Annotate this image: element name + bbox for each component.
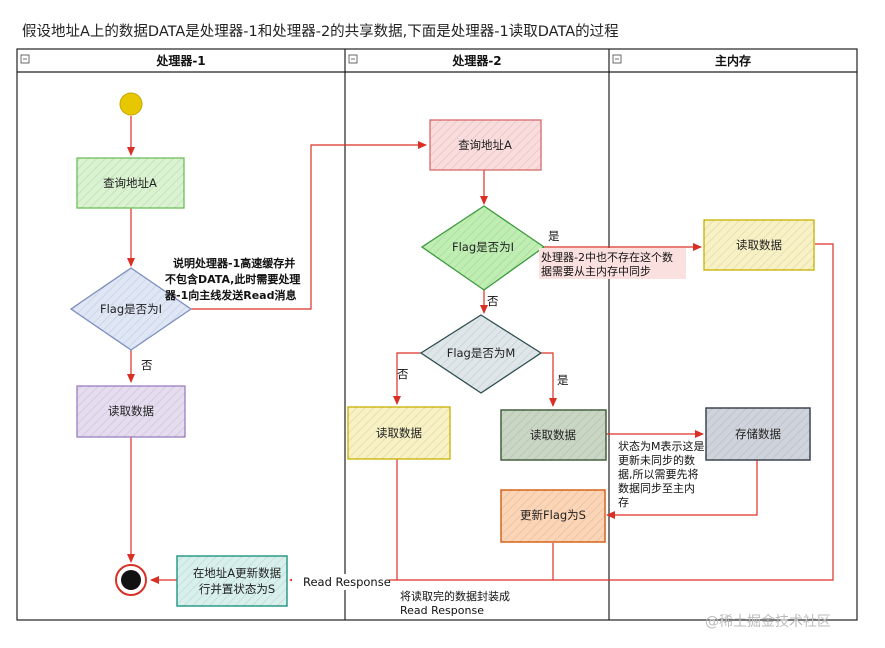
label-no-p2-flag-m: 否	[397, 367, 409, 381]
p1-read-node: 读取数据	[76, 385, 186, 438]
label-no-p2-flag-i: 否	[487, 294, 499, 308]
p2-update-flag-node: 更新Flag为S	[500, 489, 606, 543]
p2-flag-i-decision: Flag是否为I	[420, 205, 546, 291]
p2-query-node: 查询地址A	[429, 119, 542, 171]
note-p1-miss-line-3: 器-1向主线发送Read消息	[164, 288, 296, 302]
read-response-label-bg	[292, 574, 389, 590]
lane-collapse-icon-1[interactable]	[20, 54, 30, 64]
p1-query-label: 查询地址A	[103, 176, 157, 190]
note-state-m-line-5: 存	[618, 495, 629, 509]
label-yes-p2-flag-i: 是	[548, 229, 560, 243]
note-p2-miss: 处理器-2中也不存在这个数 据需要从主内存中同步	[539, 248, 686, 279]
note-p1-miss-line-2: 不包含DATA,此时需要处理	[165, 272, 300, 286]
mem-store-label: 存储数据	[735, 427, 781, 441]
p2-update-flag-label: 更新Flag为S	[520, 508, 586, 522]
p1-read-label: 读取数据	[108, 404, 154, 418]
label-yes-p2-flag-m: 是	[557, 373, 569, 387]
lane-title-p1: 处理器-1	[155, 53, 205, 68]
p1-query-node: 查询地址A	[76, 157, 185, 209]
mem-read-node: 读取数据	[703, 219, 815, 271]
p2-read-right-node: 读取数据	[500, 409, 607, 461]
swimlane-frame	[16, 48, 858, 621]
lane-title-mem: 主内存	[715, 53, 751, 68]
note-pack-line-1: 将读取完的数据封装成	[400, 589, 510, 603]
note-state-m: 状态为M表示这是 更新未同步的数 据,所以需要先将 数据同步至主内 存	[618, 439, 705, 509]
lane-collapse-icon-2[interactable]	[348, 54, 358, 64]
edges	[127, 116, 834, 584]
page-title: 假设地址A上的数据DATA是处理器-1和处理器-2的共享数据,下面是处理器-1读…	[22, 24, 619, 40]
p2-read-left-label: 读取数据	[376, 426, 422, 440]
label-no-p1: 否	[141, 358, 153, 372]
p1-flag-decision: Flag是否为I	[69, 267, 193, 351]
p1-update-node: 在地址A更新数据 行并置状态为S	[176, 555, 288, 607]
lane-title-p2: 处理器-2	[451, 53, 501, 68]
watermark: @稀土掘金技术社区	[705, 614, 831, 630]
p1-flag-label: Flag是否为I	[100, 302, 162, 316]
note-state-m-line-3: 据,所以需要先将	[618, 467, 699, 481]
note-p2-miss-line-1: 处理器-2中也不存在这个数	[541, 250, 673, 264]
note-p1-miss: 说明处理器-1高速缓存并 不包含DATA,此时需要处理 器-1向主线发送Read…	[164, 256, 300, 302]
p1-update-label-2: 行并置状态为S	[199, 582, 275, 596]
lane-collapse-icon-3[interactable]	[612, 54, 622, 64]
note-state-m-line-2: 更新未同步的数	[618, 453, 695, 467]
edge-mem-response	[553, 243, 834, 581]
note-state-m-line-1: 状态为M表示这是	[618, 439, 705, 453]
mem-store-node: 存储数据	[705, 407, 811, 461]
note-pack-line-2: Read Response	[400, 604, 484, 617]
start-node	[119, 92, 143, 116]
p2-read-left-node: 读取数据	[347, 406, 451, 460]
mem-read-label: 读取数据	[736, 238, 782, 252]
edge-flag-to-p2	[191, 141, 427, 310]
edge-flagm-no	[393, 352, 421, 405]
note-p1-miss-line-1: 说明处理器-1高速缓存并	[173, 256, 295, 270]
note-pack: 将读取完的数据封装成 Read Response	[400, 589, 510, 617]
p2-read-right-label: 读取数据	[530, 428, 576, 442]
p2-flag-m-decision: Flag是否为M	[419, 314, 543, 394]
p2-flag-m-label: Flag是否为M	[447, 346, 516, 360]
p1-update-label-1: 在地址A更新数据	[193, 566, 282, 580]
label-read-response: Read Response	[303, 575, 391, 589]
end-node	[115, 564, 147, 596]
p2-query-label: 查询地址A	[458, 138, 512, 152]
edge-store-update	[606, 460, 758, 519]
p2-flag-i-label: Flag是否为I	[452, 240, 514, 254]
edge-flagm-yes	[541, 352, 557, 407]
note-p2-miss-line-2: 据需要从主内存中同步	[541, 264, 651, 278]
note-state-m-line-4: 数据同步至主内	[618, 481, 695, 495]
